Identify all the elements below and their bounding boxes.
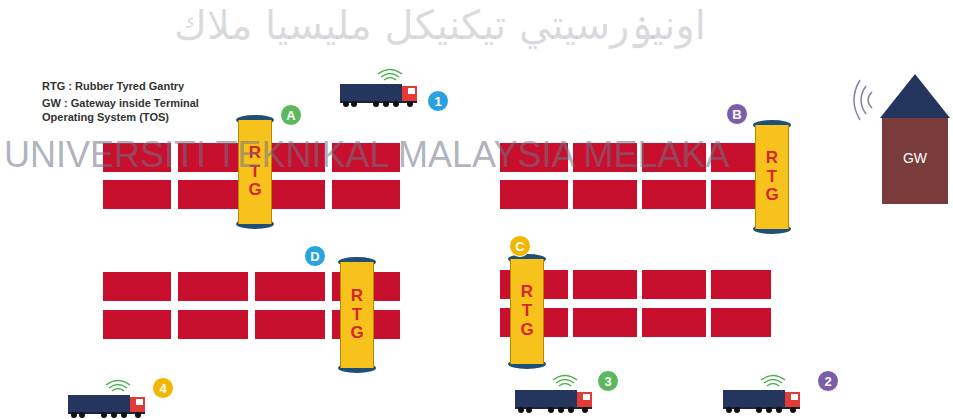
legend-note: RTG : Rubber Tyred Gantry [42, 80, 242, 92]
legend-note: GW : Gateway inside Terminal Operating S… [42, 96, 202, 125]
callout-number: 3 [597, 370, 619, 392]
trucks [68, 70, 800, 419]
gateway-house: GW [882, 128, 948, 188]
rtg-crane: RTG [340, 262, 374, 368]
gateway-label: GW [903, 150, 927, 166]
rtg-crane: RTG [755, 125, 789, 229]
callout-number: D [304, 245, 326, 267]
callout-number: A [280, 104, 302, 126]
rtg-label: RTG [765, 149, 779, 205]
watermark: UNIVERSITI TEKNIKAL MALAYSIA MELAKA [4, 134, 849, 176]
gateway-house [854, 74, 950, 204]
callout-number: B [726, 103, 748, 125]
rtg-label: RTG [520, 283, 534, 339]
callout-number: 4 [152, 377, 174, 399]
rtg-label: RTG [350, 287, 364, 343]
callout-number: 2 [817, 370, 839, 392]
callout-number: C [509, 235, 531, 257]
watermark: اونيۏرسيتي تيكنيكل مليسيا ملاك [40, 2, 840, 48]
rtg-crane: RTG [510, 259, 544, 364]
callout-number: 1 [427, 90, 449, 112]
